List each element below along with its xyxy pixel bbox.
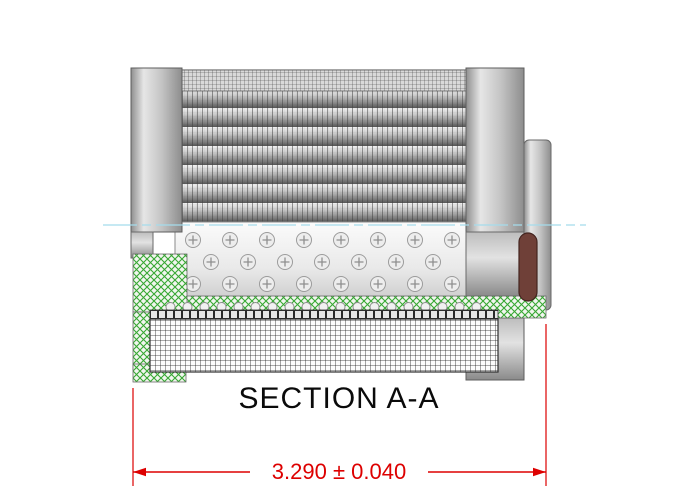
- hole: [258, 275, 276, 293]
- mesh-bead-row: [149, 309, 499, 320]
- hole: [184, 231, 202, 249]
- dimension-arrow-left: [133, 467, 146, 477]
- dimension-text: 3.290 ± 0.040: [272, 459, 406, 484]
- hole: [369, 275, 387, 293]
- perforated-core: [174, 221, 476, 301]
- section-title: SECTION A-A: [238, 382, 439, 415]
- hole: [258, 231, 276, 249]
- hatch-left-strip: [132, 311, 152, 371]
- outer-mesh-wrap: [181, 69, 467, 92]
- hole: [387, 253, 405, 271]
- right-cap-core: [465, 231, 525, 297]
- hole: [276, 253, 294, 271]
- wire-mesh: [149, 309, 499, 373]
- left-cap-body: [130, 67, 183, 233]
- hole: [221, 275, 239, 293]
- hole: [443, 231, 461, 249]
- dimension-arrow-right: [533, 467, 546, 477]
- hole: [332, 275, 350, 293]
- hole: [369, 231, 387, 249]
- hole: [295, 231, 313, 249]
- right-cap-body: [465, 67, 525, 233]
- hole: [406, 231, 424, 249]
- hole: [424, 253, 442, 271]
- hole: [313, 253, 331, 271]
- hole: [295, 275, 313, 293]
- hole: [202, 253, 220, 271]
- hole: [350, 253, 368, 271]
- mesh-body: [149, 318, 499, 373]
- hole: [443, 275, 461, 293]
- hole: [221, 231, 239, 249]
- hole: [332, 231, 350, 249]
- hole: [406, 275, 424, 293]
- pleated-media: [181, 69, 467, 223]
- hole: [184, 275, 202, 293]
- media-texture: [182, 70, 466, 222]
- dimension: 3.290 ± 0.040: [132, 324, 547, 486]
- o-ring-seal: [518, 232, 538, 302]
- hole: [239, 253, 257, 271]
- left-end-cap: [130, 67, 183, 259]
